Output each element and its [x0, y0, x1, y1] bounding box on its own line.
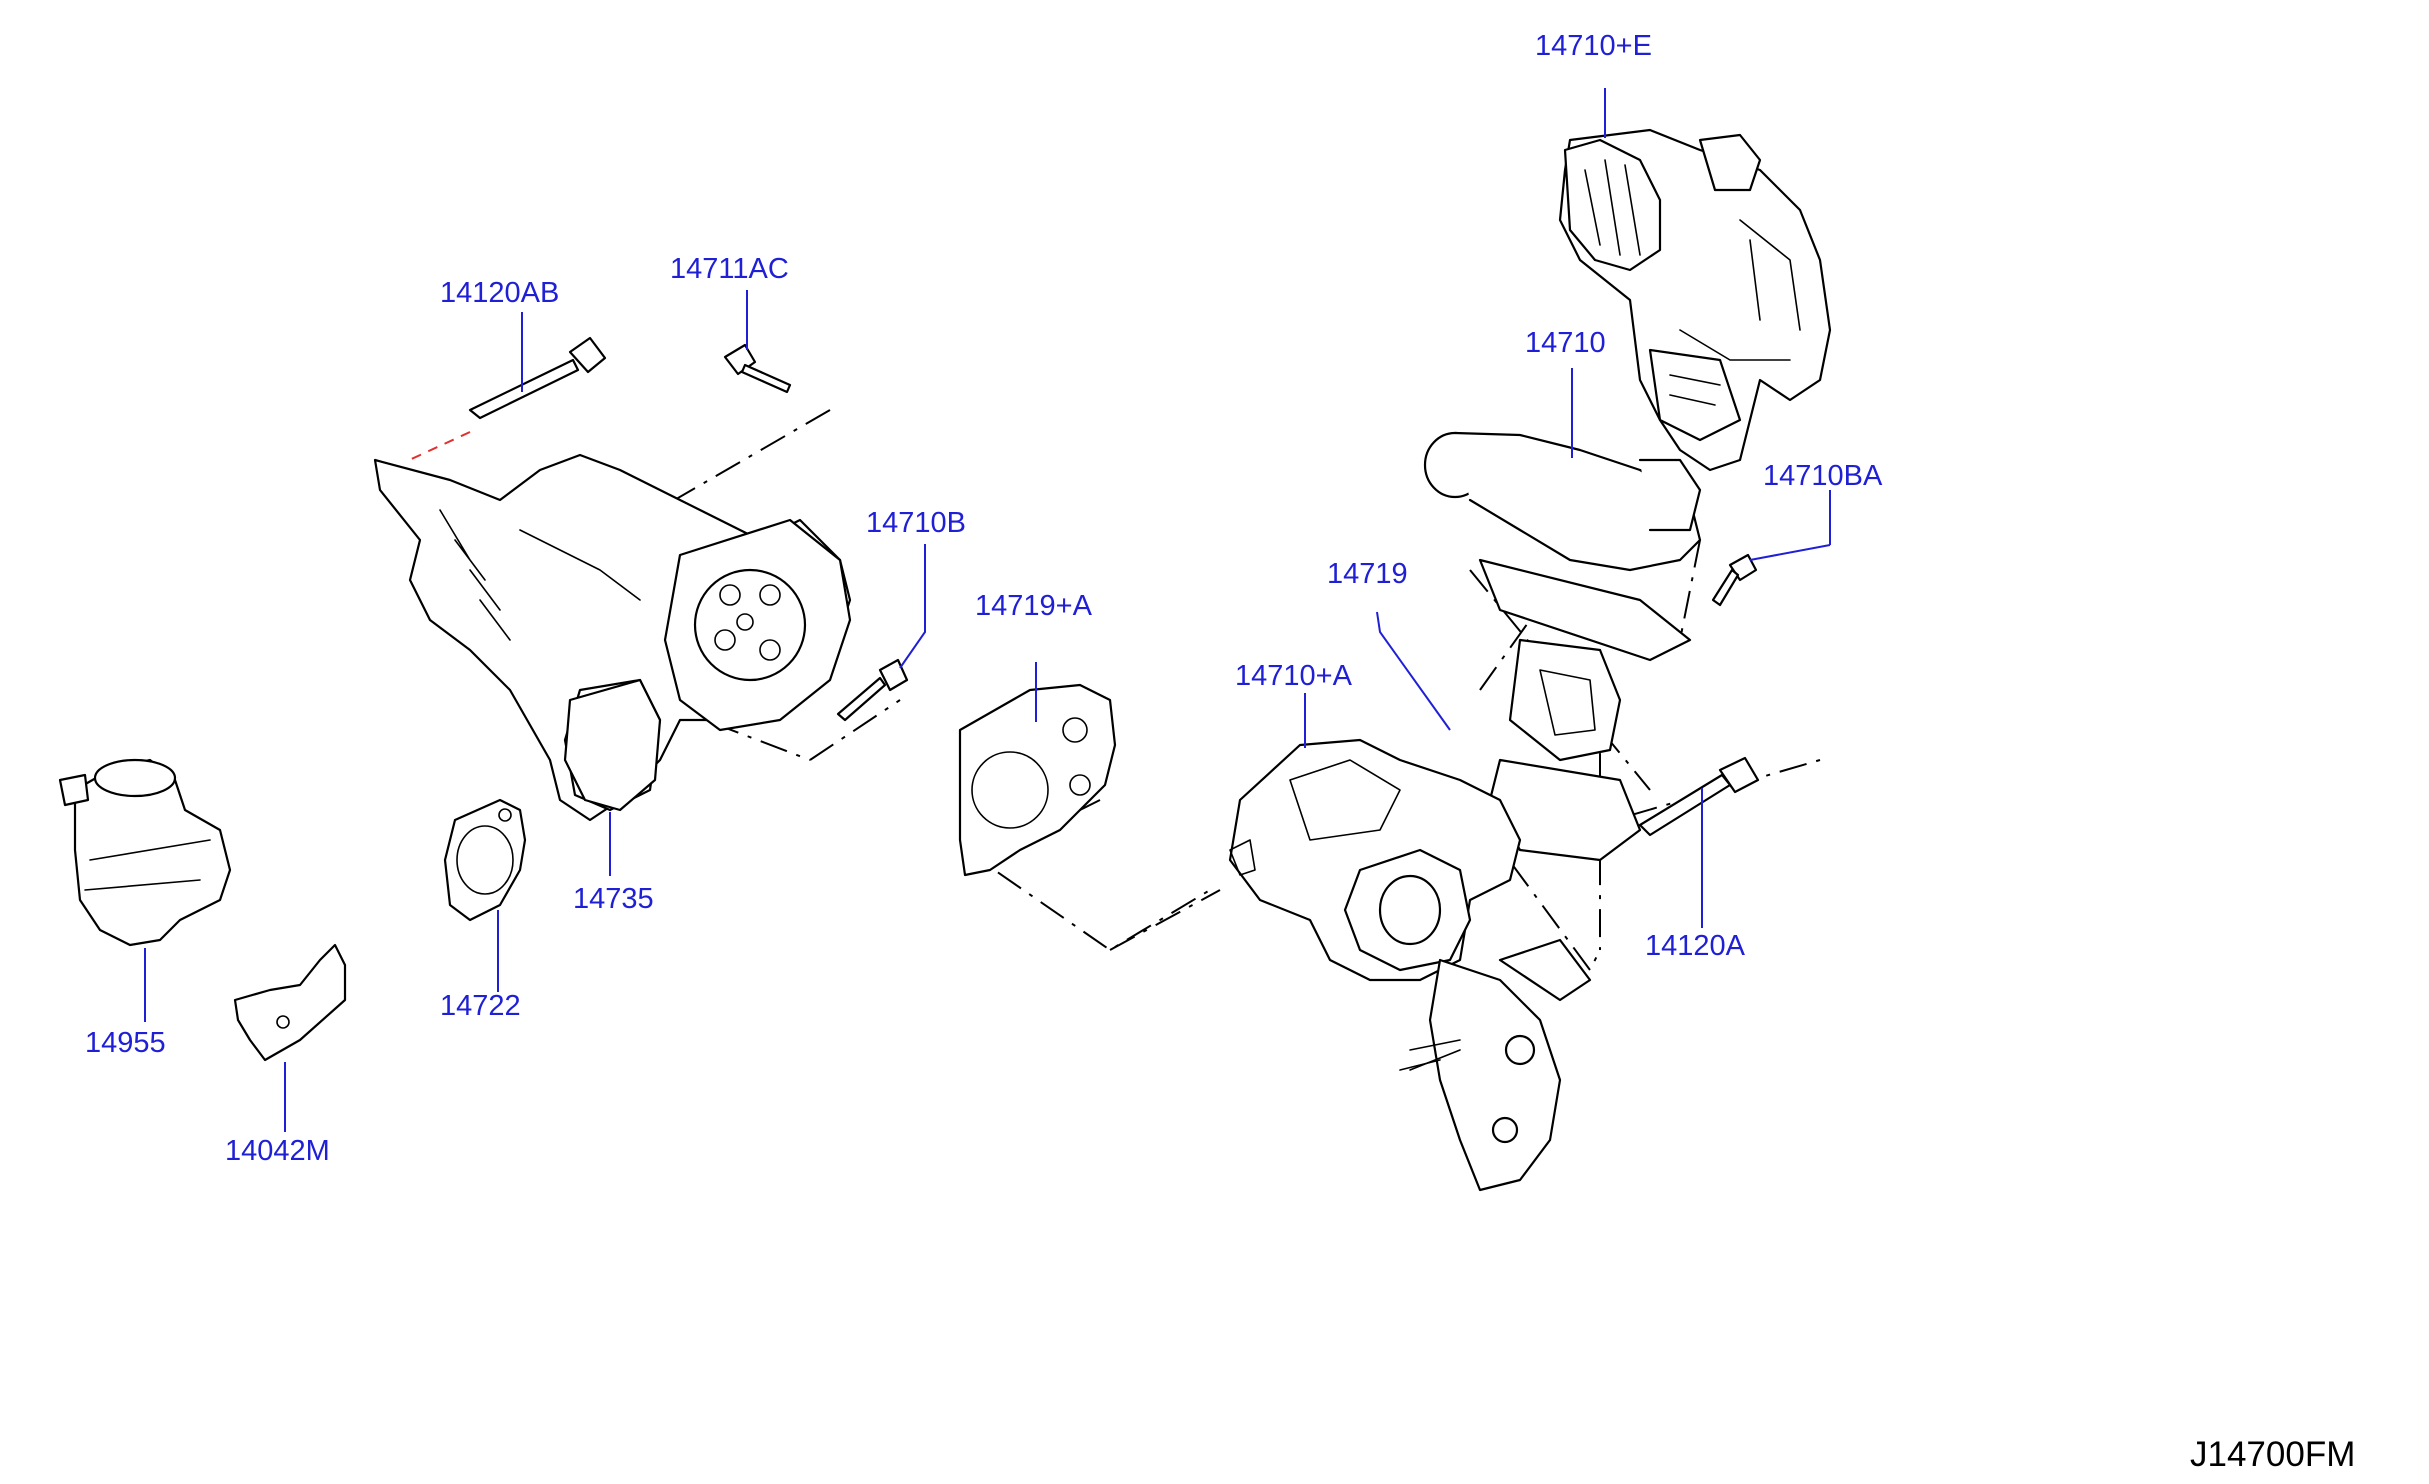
gasket-14722-drawing — [443, 798, 527, 922]
diagram-code: J14700FM — [2190, 1435, 2355, 1474]
part-label-14722: 14722 — [440, 990, 521, 1022]
solenoid-14955-drawing — [58, 758, 232, 947]
leader-lines — [144, 88, 1831, 1132]
part-labels: 14710+E 14711AC 14120AB 14710 14710BA 14… — [85, 30, 1883, 1167]
part-label-14710-a: 14710+A — [1235, 660, 1353, 692]
part-label-14710b: 14710B — [866, 507, 966, 539]
flange-14735-drawing — [563, 678, 662, 812]
egr-valve-14710-e-drawing — [1558, 128, 1832, 472]
egr-housing-14710-a-drawing — [1228, 738, 1592, 1192]
gasket-14719-a-drawing — [958, 683, 1117, 877]
part-label-14719-a: 14719+A — [975, 590, 1093, 622]
bracket-14042m-drawing — [233, 943, 347, 1062]
part-label-14042m: 14042M — [225, 1135, 330, 1167]
part-label-14120ab: 14120AB — [440, 277, 559, 309]
part-label-14711ac: 14711AC — [670, 253, 789, 285]
part-label-14719: 14719 — [1327, 558, 1408, 590]
part-label-14120a: 14120A — [1645, 930, 1746, 962]
part-label-14735: 14735 — [573, 883, 654, 915]
part-label-14710-e: 14710+E — [1535, 30, 1652, 62]
part-label-14955: 14955 — [85, 1027, 166, 1059]
part-label-14710ba: 14710BA — [1763, 460, 1883, 492]
part-label-14710: 14710 — [1525, 327, 1606, 359]
bolts — [468, 336, 1760, 1071]
